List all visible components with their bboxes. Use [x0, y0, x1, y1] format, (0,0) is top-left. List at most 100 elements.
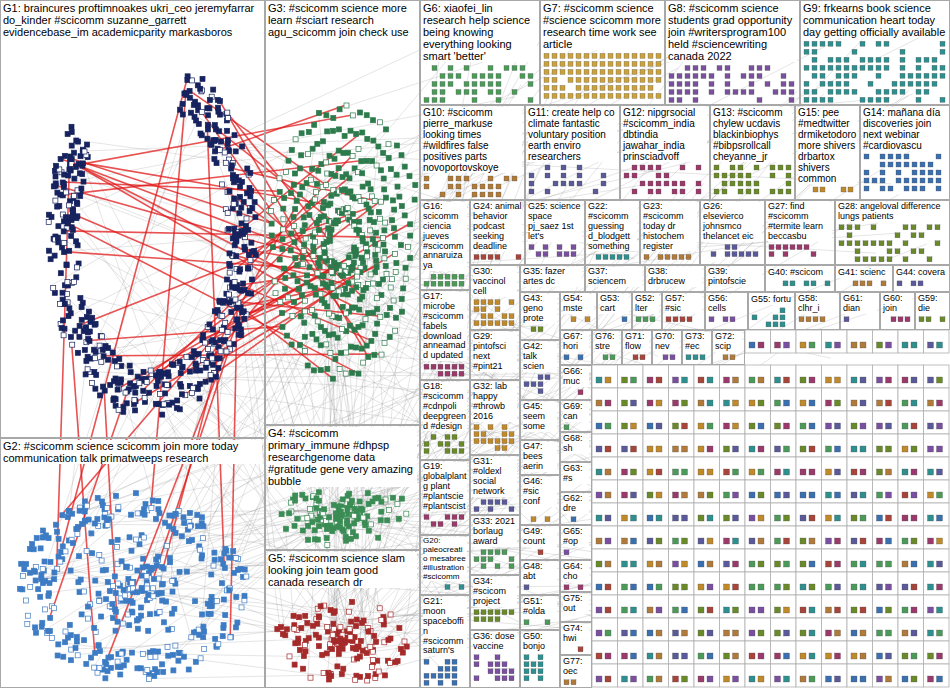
vertex-icon: [911, 561, 917, 567]
vertex-icon: [605, 538, 611, 544]
vertex-icon: [141, 388, 146, 393]
vertex-icon: [292, 240, 297, 245]
vertex-icon: [232, 280, 237, 285]
vertex-icon: [86, 336, 91, 341]
vertex-icon: [800, 342, 806, 348]
vertex-icon: [142, 396, 147, 401]
vertex-icon: [70, 342, 75, 347]
vertex-icon: [749, 676, 755, 682]
vertex-icon: [911, 469, 917, 475]
tiny-group-cell: [694, 365, 720, 388]
tiny-group-cell: [745, 618, 771, 641]
vertex-icon: [877, 676, 883, 682]
vertex-icon: [344, 103, 349, 108]
tiny-group-cell: [873, 434, 899, 457]
vertex-icon: [348, 128, 353, 133]
vertex-icon: [196, 351, 201, 356]
vertex-icon: [300, 255, 305, 260]
vertex-icon: [622, 607, 628, 613]
tiny-group-cell: [873, 641, 899, 664]
vertex-icon: [758, 607, 764, 613]
vertex-icon: [647, 400, 653, 406]
vertex-icon: [877, 377, 883, 383]
vertex-icon: [106, 357, 111, 362]
vertex-icon: [682, 538, 688, 544]
vertex-icon: [724, 676, 730, 682]
vertex-icon: [911, 538, 917, 544]
vertex-icon: [70, 207, 75, 212]
vertex-icon: [724, 469, 730, 475]
tiny-group-cell: [924, 480, 950, 503]
tiny-group-cell: [643, 526, 669, 549]
network-link-heavy: [189, 90, 325, 184]
tiny-group-cell: [924, 572, 950, 595]
vertex-icon: [55, 204, 60, 209]
vertex-icon: [928, 538, 934, 544]
vertex-icon: [203, 340, 208, 345]
tiny-group-cell: [898, 641, 924, 664]
vertex-icon: [219, 327, 224, 332]
vertex-icon: [83, 372, 88, 377]
vertex-icon: [100, 348, 105, 353]
vertex-icon: [758, 469, 764, 475]
vertex-icon: [775, 492, 781, 498]
vertex-icon: [928, 561, 934, 567]
vertex-icon: [233, 625, 238, 630]
vertex-icon: [394, 172, 399, 177]
vertex-icon: [238, 184, 243, 189]
vertex-icon: [110, 350, 115, 355]
vertex-icon: [130, 585, 135, 590]
vertex-icon: [724, 584, 730, 590]
tiny-group-cell: [771, 365, 797, 388]
network-link: [339, 369, 819, 645]
vertex-icon: [784, 561, 790, 567]
vertex-icon: [376, 144, 381, 149]
vertex-icon: [41, 528, 46, 533]
vertex-icon: [246, 266, 251, 271]
tiny-group-cell: [924, 365, 950, 388]
network-link: [384, 342, 870, 619]
tiny-group-cell: [643, 411, 669, 434]
network-link: [137, 11, 745, 377]
vertex-icon: [277, 257, 282, 262]
vertex-icon: [673, 538, 679, 544]
tiny-group-cell: [643, 480, 669, 503]
network-link: [189, 247, 603, 522]
vertex-icon: [289, 231, 294, 236]
vertex-icon: [225, 277, 230, 282]
vertex-icon: [937, 342, 943, 348]
vertex-icon: [315, 271, 320, 276]
vertex-icon: [656, 492, 662, 498]
vertex-icon: [383, 195, 388, 200]
vertex-icon: [835, 653, 841, 659]
tiny-group-cell: [924, 411, 950, 434]
vertex-icon: [631, 446, 637, 452]
network-link-heavy: [220, 105, 346, 150]
vertex-icon: [223, 160, 228, 165]
tiny-group-cell: [924, 503, 950, 526]
vertex-icon: [775, 423, 781, 429]
vertex-icon: [928, 469, 934, 475]
tiny-group-cell: [618, 572, 644, 595]
vertex-icon: [252, 200, 257, 205]
tiny-group-cell: [822, 503, 848, 526]
vertex-icon: [381, 242, 386, 247]
vertex-icon: [188, 369, 193, 374]
vertex-icon: [408, 233, 413, 238]
vertex-icon: [229, 163, 234, 168]
vertex-icon: [656, 400, 662, 406]
vertex-icon: [784, 607, 790, 613]
network-link: [70, 236, 230, 570]
tiny-group-cell: [745, 664, 771, 687]
vertex-icon: [185, 74, 190, 79]
vertex-icon: [205, 136, 210, 141]
vertex-icon: [800, 469, 806, 475]
network-link: [78, 296, 227, 332]
tiny-group-cell: [669, 641, 695, 664]
vertex-icon: [356, 371, 361, 376]
tiny-group-cell: [669, 457, 695, 480]
vertex-icon: [368, 187, 373, 192]
tiny-group-cell: [643, 388, 669, 411]
tiny-group-cell: [669, 618, 695, 641]
vertex-icon: [937, 469, 943, 475]
